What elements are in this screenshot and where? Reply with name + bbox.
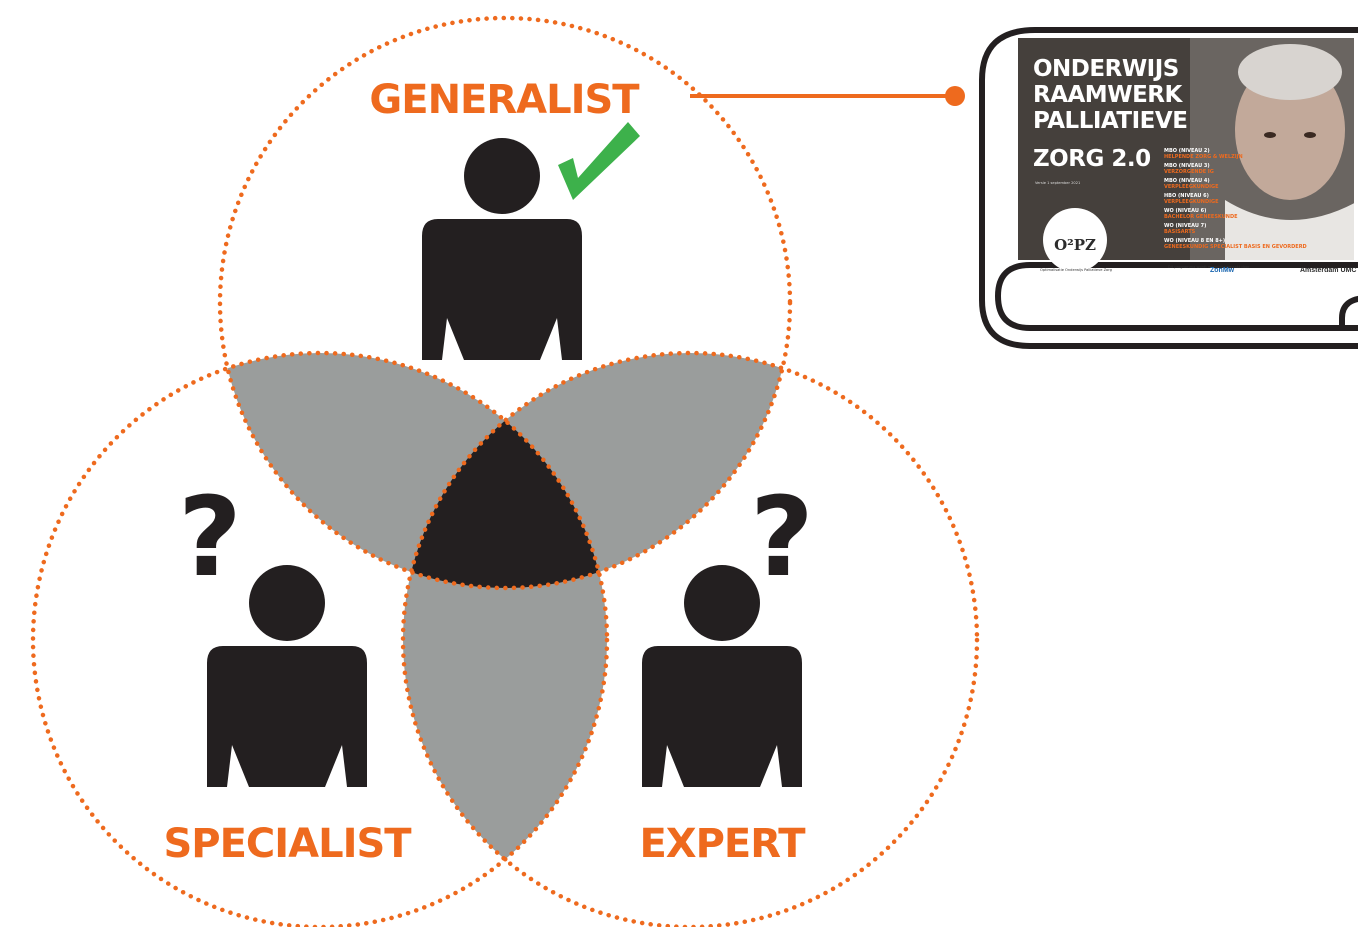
question-mark-icon: ? — [750, 473, 814, 601]
label-specialist: SPECIALIST — [163, 821, 412, 867]
footer-funding-note: Dit programma wordt mogelijk gemaakt doo… — [1168, 265, 1250, 269]
book-frame — [979, 27, 1358, 349]
connector-dot — [945, 86, 965, 106]
circle-expert — [400, 350, 980, 927]
document-footer: Optimalisatie Onderwijs Palliatieve Zorg… — [1040, 265, 1356, 274]
level-name: VERZORGENDE IG — [1164, 169, 1214, 175]
document-version: Versie 1 september 2021 — [1035, 181, 1080, 185]
level-name: VERPLEEGKUNDIGE — [1164, 184, 1219, 190]
level-name: VERPLEEGKUNDIGE — [1164, 199, 1219, 205]
level-title: WO (NIVEAU 8 EN 8+) — [1164, 238, 1225, 244]
level-name: BACHELOR GENEESKUNDE — [1164, 214, 1238, 220]
zonmw-logo: ZonMw — [1210, 267, 1235, 274]
circle-specialist — [30, 350, 610, 927]
level-title: MBO (NIVEAU 2) — [1164, 148, 1210, 154]
o2pz-logo-badge — [1043, 208, 1107, 272]
document-title-line: RAAMWERK — [1033, 82, 1183, 108]
level-name: GENEESKUNDIG SPECIALIST BASIS EN GEVORDE… — [1164, 244, 1307, 250]
document-cover: ONDERWIJS RAAMWERK PALLIATIEVE ZORG 2.0 … — [1018, 38, 1354, 272]
document-title-line: PALLIATIEVE — [1033, 108, 1187, 134]
document-title-line: ONDERWIJS — [1033, 56, 1179, 82]
person-generalist-icon — [422, 138, 582, 360]
label-generalist: GENERALIST — [369, 77, 640, 123]
person-expert-icon — [642, 565, 802, 787]
level-title: WO (NIVEAU 7) — [1164, 223, 1206, 229]
education-levels: MBO (NIVEAU 2) HELPENDE ZORG & WELZIJN M… — [1164, 148, 1307, 250]
document-title-line: ZORG 2.0 — [1033, 146, 1151, 172]
amsterdam-umc-logo: Amsterdam UMC — [1300, 267, 1356, 274]
footer-org: Optimalisatie Onderwijs Palliatieve Zorg — [1040, 268, 1112, 272]
level-name: HELPENDE ZORG & WELZIJN — [1164, 154, 1243, 160]
level-title: MBO (NIVEAU 3) — [1164, 163, 1210, 169]
level-title: WO (NIVEAU 6) — [1164, 208, 1206, 214]
o2pz-logo: O²PZ — [1054, 236, 1096, 254]
level-title: HBO (NIVEAU 6) — [1164, 193, 1209, 199]
level-name: BASISARTS — [1164, 229, 1196, 235]
check-icon — [558, 122, 640, 200]
label-expert: EXPERT — [639, 821, 806, 867]
person-specialist-icon — [207, 565, 367, 787]
circle-generalist — [217, 15, 793, 591]
portrait-image — [1190, 38, 1354, 260]
overlap-center — [403, 353, 607, 588]
level-title: MBO (NIVEAU 4) — [1164, 178, 1210, 184]
question-mark-icon: ? — [178, 473, 242, 601]
